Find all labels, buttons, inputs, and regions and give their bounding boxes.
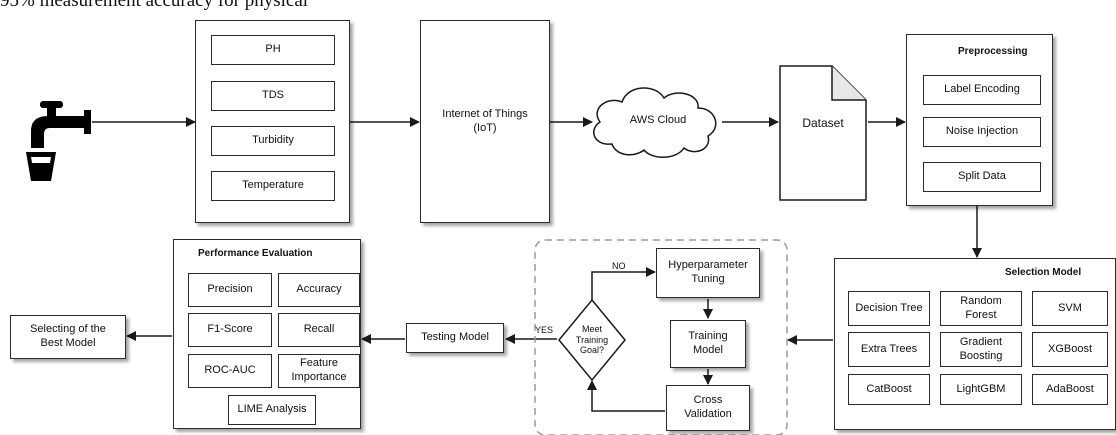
iot-box: Internet of Things (IoT) bbox=[420, 20, 550, 223]
sensor-temperature: Temperature bbox=[211, 171, 335, 201]
model-xgboost: XGBoost bbox=[1032, 332, 1108, 367]
model-lightgbm: LightGBM bbox=[940, 374, 1022, 405]
selection-model-title: Selection Model bbox=[1005, 267, 1082, 278]
metric-precision: Precision bbox=[188, 273, 272, 307]
hyperparameter-tuning-box: Hyperparameter Tuning bbox=[656, 248, 760, 298]
step-label-encoding: Label Encoding bbox=[923, 75, 1041, 105]
no-label: NO bbox=[612, 261, 626, 271]
metric-roc-auc: ROC-AUC bbox=[188, 354, 272, 388]
metric-f1-score: F1-Score bbox=[188, 313, 272, 347]
step-split-data: Split Data bbox=[923, 162, 1041, 192]
step-noise-injection: Noise Injection bbox=[923, 117, 1041, 147]
training-model-box: Training Model bbox=[670, 320, 746, 368]
metric-recall: Recall bbox=[278, 313, 360, 347]
aws-cloud-label: AWS Cloud bbox=[629, 114, 687, 127]
cross-validation-box: Cross Validation bbox=[666, 385, 750, 431]
sensor-tds: TDS bbox=[211, 81, 335, 111]
model-adaboost: AdaBoost bbox=[1032, 374, 1108, 405]
metric-accuracy: Accuracy bbox=[278, 273, 360, 307]
model-catboost: CatBoost bbox=[848, 374, 930, 405]
yes-label: YES bbox=[535, 325, 554, 335]
model-svm: SVM bbox=[1032, 291, 1108, 326]
preprocessing-title: Preprocessing bbox=[958, 46, 1028, 57]
metric-lime-analysis: LIME Analysis bbox=[228, 395, 316, 425]
performance-evaluation-title: Performance Evaluation bbox=[198, 248, 313, 259]
cross-to-decision-arrow bbox=[587, 380, 665, 412]
caption-fragment: 95% measurement accuracy for physical bbox=[0, 0, 309, 11]
sensor-ph: PH bbox=[211, 35, 335, 65]
validation-loop-frame bbox=[534, 239, 788, 435]
water-glass-icon bbox=[26, 152, 56, 181]
aws-cloud-shape bbox=[593, 87, 717, 158]
water-tap-icon bbox=[31, 101, 91, 148]
meet-training-goal-diamond bbox=[558, 298, 626, 382]
model-gradient-boosting: Gradient Boosting bbox=[940, 332, 1022, 367]
model-random-forest: Random Forest bbox=[940, 291, 1022, 326]
testing-model-box: Testing Model bbox=[406, 323, 504, 353]
best-model-box: Selecting of the Best Model bbox=[10, 315, 126, 359]
sensor-turbidity: Turbidity bbox=[211, 126, 335, 156]
model-decision-tree: Decision Tree bbox=[848, 291, 930, 326]
metric-feature-importance: Feature Importance bbox=[278, 354, 360, 388]
decision-label: Meet Training Goal? bbox=[575, 324, 609, 356]
dataset-label: Dataset bbox=[802, 116, 844, 130]
model-extra-trees: Extra Trees bbox=[848, 332, 930, 367]
decision-no-arrow bbox=[591, 267, 656, 300]
